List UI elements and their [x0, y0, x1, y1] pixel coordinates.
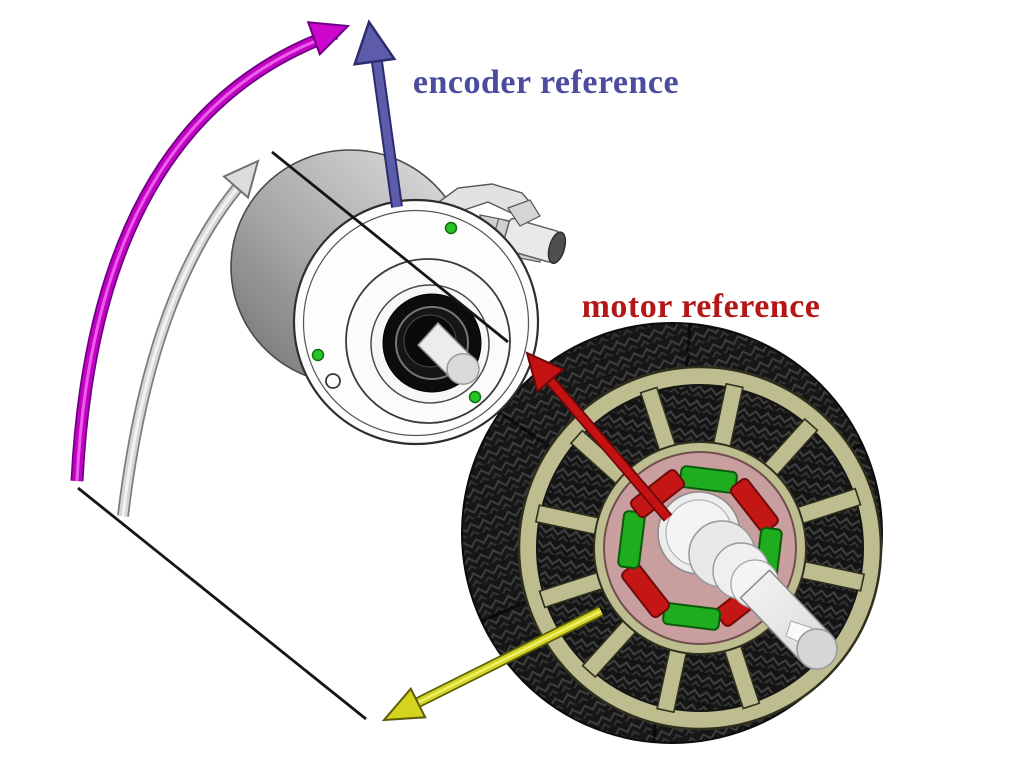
encoder-bracket-tab: [507, 199, 541, 227]
encoder-shaft: [416, 321, 480, 385]
motor-assembly: [461, 322, 883, 744]
gray-arrowhead: [222, 159, 260, 200]
magnet-red: [630, 469, 686, 519]
rotor-position-arrow: [381, 606, 604, 722]
motor-shaft: [657, 491, 838, 670]
encoder-connector: [491, 217, 567, 264]
motor-reference-arrow: [525, 351, 673, 522]
led-dot: [444, 221, 458, 235]
shaft-axis-line: [271, 150, 509, 344]
shaft-end-cap: [796, 628, 838, 670]
baseline-axis-line: [77, 486, 367, 721]
encoder-assembly: [230, 149, 567, 446]
motor-arrowhead: [525, 351, 566, 394]
encoder-reference-arrow: [352, 19, 403, 208]
encoder-led-dots: [311, 221, 482, 404]
magenta-arrowhead: [306, 21, 351, 57]
rotor-arrowhead: [381, 686, 427, 722]
encoder-arrowhead: [352, 19, 397, 66]
magenta-rotation-arc: [70, 21, 351, 482]
encoder-flange-rim: [302, 209, 530, 437]
led-dot: [311, 348, 325, 362]
motor-reference-label: motor reference: [582, 288, 821, 325]
encoder-mount-hole: [325, 373, 341, 389]
led-dot: [468, 390, 482, 404]
encoder-reference-label: encoder reference: [413, 64, 679, 101]
gray-rotation-arc: [117, 159, 260, 517]
